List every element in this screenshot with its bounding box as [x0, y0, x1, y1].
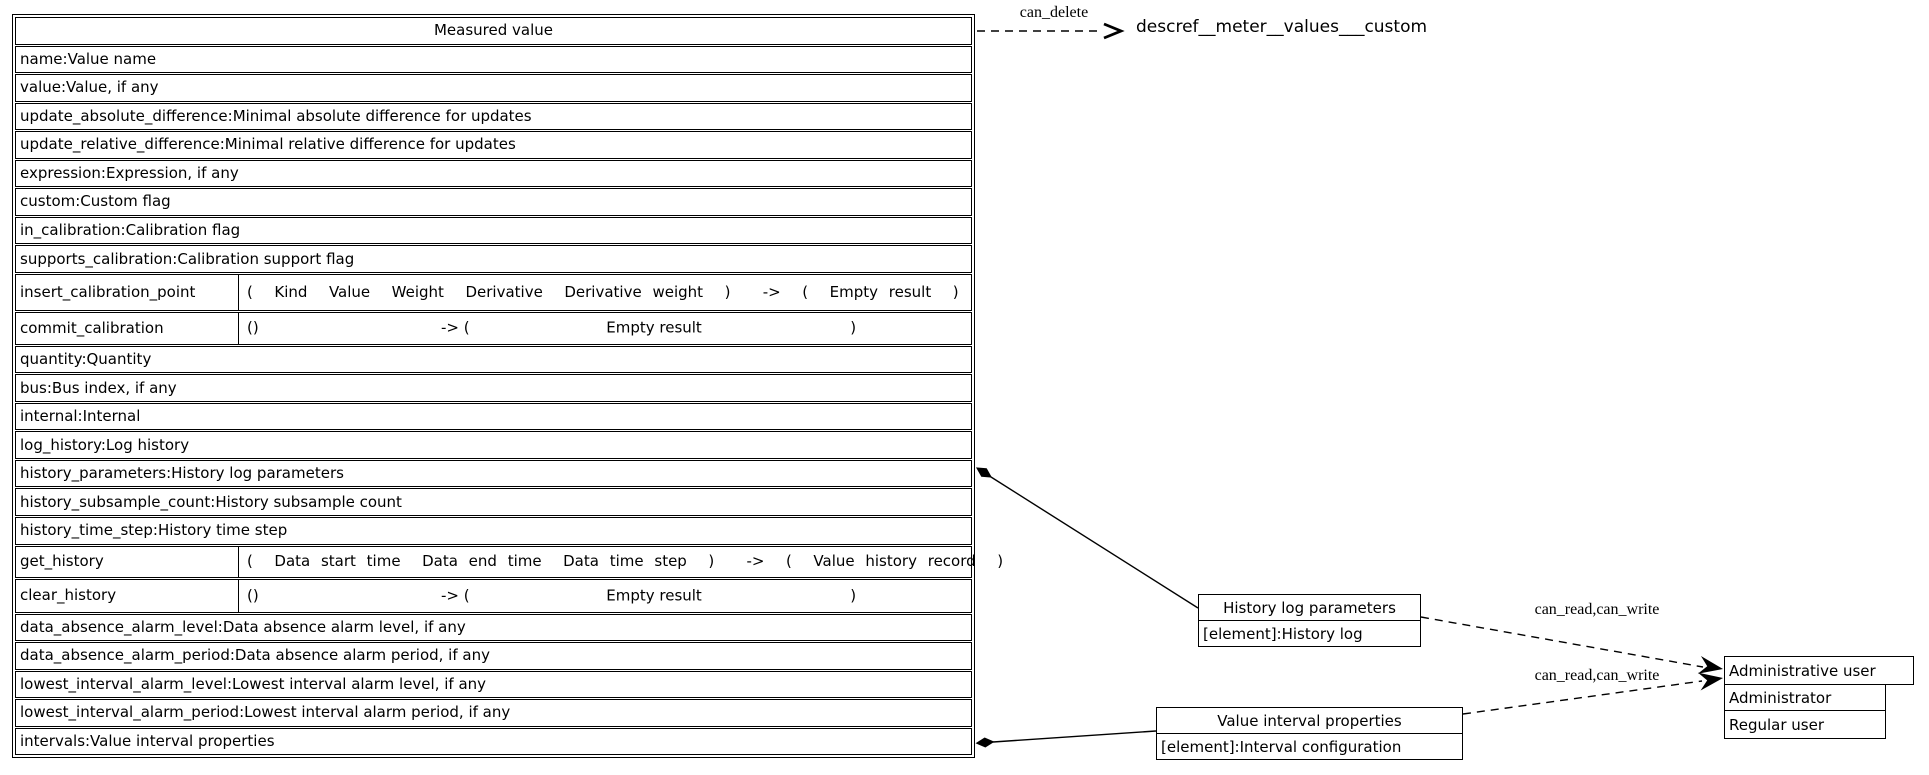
attr-internal: internal:Internal: [15, 402, 972, 431]
history-permission-edge: [1420, 616, 1704, 668]
can-delete-arrowhead-icon: [1103, 22, 1125, 40]
sig-result: Empty result: [606, 586, 702, 604]
sig-arrow: -> (: [441, 318, 470, 337]
attr-data-absence-alarm-period: data_absence_alarm_period:Data absence a…: [15, 642, 972, 670]
node-title: History log parameters: [1199, 595, 1420, 621]
interval-composition-diamond-icon: [975, 737, 995, 748]
attr-update-relative-difference: update_relative_difference:Minimal relat…: [15, 131, 972, 159]
attr-history-parameters: history_parameters:History log parameter…: [15, 459, 972, 488]
attr-lowest-interval-alarm-level: lowest_interval_alarm_level:Lowest inter…: [15, 670, 972, 699]
method-row-get-history: get_history ( Data start time Data end t…: [15, 545, 1003, 578]
interval-permission-edge: [1462, 680, 1703, 715]
history-composition-diamond-icon: [975, 467, 993, 478]
method-signature: () -> ( Empty result ): [239, 580, 971, 612]
method-signature: ( Kind Value Weight Derivative Derivativ…: [247, 282, 959, 301]
history-log-parameters-node: History log parameters [element]:History…: [1198, 594, 1421, 647]
sig-args: (): [247, 586, 259, 604]
history-permission-arrowhead-icon: [1697, 655, 1723, 674]
method-name: clear_history: [16, 579, 239, 612]
sig-arrow: -> (: [441, 586, 470, 604]
method-signature: () -> ( Empty result ): [239, 313, 971, 344]
administrative-user-row-administrator: Administrator: [1724, 683, 1886, 712]
attr-intervals: intervals:Value interval properties: [15, 727, 972, 756]
attr-quantity: quantity:Quantity: [15, 345, 972, 374]
class-title: Measured value: [15, 17, 972, 45]
history-permission-edge-label: can_read,can_write: [1534, 601, 1660, 618]
attr-value: value:Value, if any: [15, 74, 972, 102]
attr-lowest-interval-alarm-period: lowest_interval_alarm_period:Lowest inte…: [15, 699, 972, 727]
attr-supports-calibration: supports_calibration:Calibration support…: [15, 245, 972, 273]
sig-close-paren: ): [850, 318, 857, 337]
value-interval-properties-node: Value interval properties [element]:Inte…: [1156, 707, 1463, 760]
measured-value-class-node: Measured value name:Value name value:Val…: [12, 14, 1003, 758]
node-title: Value interval properties: [1157, 708, 1462, 734]
attr-log-history: log_history:Log history: [15, 431, 972, 459]
interval-permission-edge-label: can_read,can_write: [1534, 667, 1660, 684]
attr-update-absolute-difference: update_absolute_difference:Minimal absol…: [15, 102, 972, 131]
method-signature: ( Data start time Data end time Data tim…: [247, 552, 1004, 570]
node-element-row: [element]:Interval configuration: [1161, 737, 1402, 756]
attr-name: name:Value name: [15, 45, 972, 74]
method-row-clear-history: clear_history () -> ( Empty result ): [15, 578, 972, 613]
sig-args: (): [247, 318, 259, 337]
method-name: insert_calibration_point: [16, 274, 239, 310]
can-delete-edge-label: can_delete: [1019, 4, 1089, 21]
attr-custom: custom:Custom flag: [15, 188, 972, 216]
sig-close-paren: ): [850, 586, 857, 604]
attr-in-calibration: in_calibration:Calibration flag: [15, 216, 972, 245]
history-composition-edge: [990, 476, 1199, 609]
attr-history-subsample-count: history_subsample_count:History subsampl…: [15, 488, 972, 516]
node-element-row: [element]:History log: [1203, 624, 1363, 643]
method-row-commit-calibration: commit_calibration () -> ( Empty result …: [15, 311, 972, 345]
external-reference-text: descref__meter__values___custom: [1136, 17, 1428, 37]
sig-result: Empty result: [606, 318, 702, 337]
attr-expression: expression:Expression, if any: [15, 159, 972, 188]
attr-bus: bus:Bus index, if any: [15, 374, 972, 402]
method-name: commit_calibration: [16, 312, 239, 344]
method-row-insert-calibration-point: insert_calibration_point ( Kind Value We…: [15, 273, 972, 311]
method-name: get_history: [16, 546, 239, 577]
administrative-user-node-title: Administrative user: [1724, 656, 1914, 685]
interval-composition-edge: [992, 730, 1157, 743]
interval-permission-arrowhead-icon: [1697, 672, 1723, 691]
attr-history-time-step: history_time_step:History time step: [15, 516, 972, 545]
administrative-user-row-regular-user: Regular user: [1724, 710, 1886, 740]
attr-data-absence-alarm-level: data_absence_alarm_level:Data absence al…: [15, 613, 972, 642]
